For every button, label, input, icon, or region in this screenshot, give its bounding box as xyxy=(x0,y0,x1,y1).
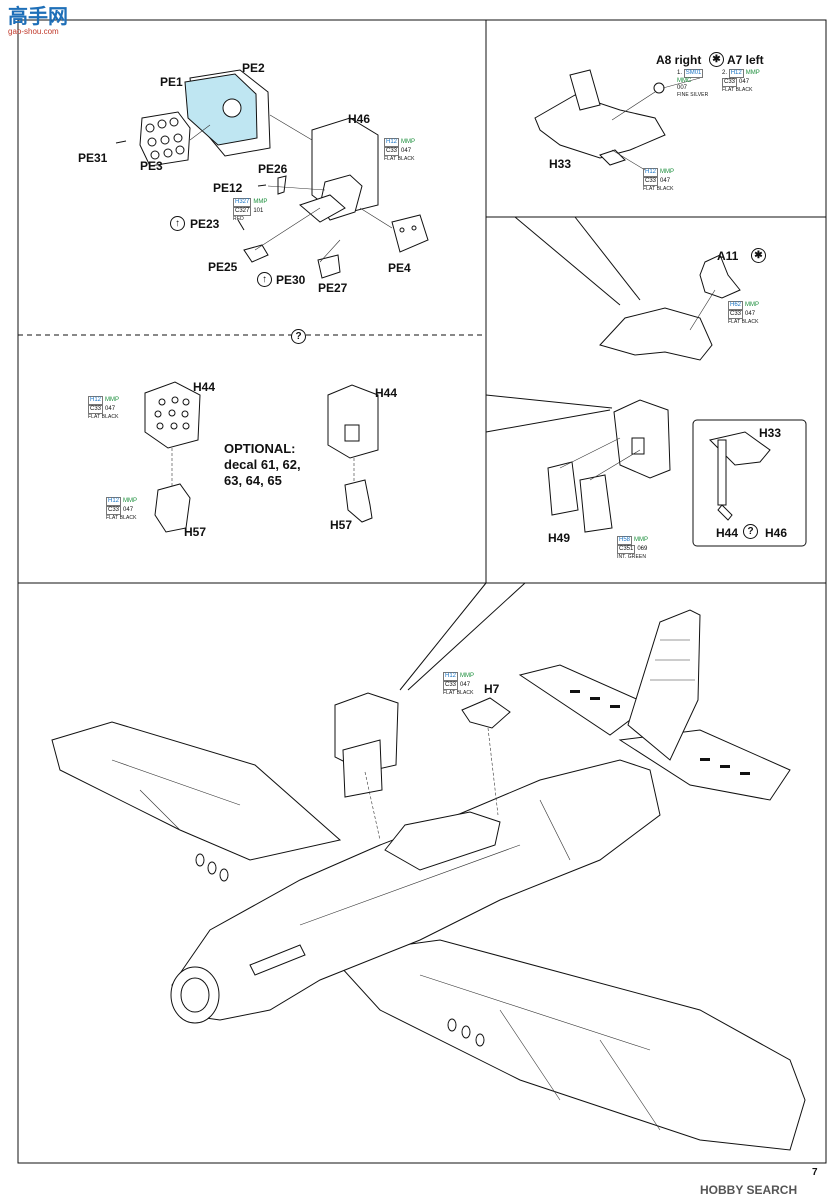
inset-box xyxy=(692,419,807,547)
right-wing xyxy=(328,939,806,1151)
inset-alternative-icon: ? xyxy=(743,524,758,539)
label-pe26: PE26 xyxy=(258,162,288,176)
a11-part xyxy=(699,254,741,299)
label-a7-left: A7 left xyxy=(727,53,764,67)
a11-symbol-icon: ✱ xyxy=(751,248,766,263)
headrest-part xyxy=(599,307,713,361)
vertical-tail xyxy=(627,609,701,761)
label-pe2: PE2 xyxy=(242,61,265,75)
site-logo: 高手网 xyxy=(8,4,68,28)
label-a8-right: A8 right xyxy=(656,53,702,67)
site-url: gao-shou.com xyxy=(8,27,59,36)
label-pe27: PE27 xyxy=(318,281,348,295)
label-h46: H46 xyxy=(348,112,371,126)
optional-line-2: decal 61, 62, xyxy=(224,457,301,472)
label-pe25: PE25 xyxy=(208,260,238,274)
label-pe4: PE4 xyxy=(388,261,411,275)
label-a11: A11 xyxy=(717,249,739,263)
page-number: 7 xyxy=(812,1167,818,1178)
label-h44-inset: H44 xyxy=(716,526,739,540)
alternative-choice-icon: ? xyxy=(291,329,306,344)
h49-left xyxy=(547,461,579,516)
left-wing xyxy=(51,721,342,861)
label-h57-a: H57 xyxy=(184,525,207,539)
pe1-part xyxy=(184,73,258,146)
label-h49: H49 xyxy=(548,531,571,545)
label-h33: H33 xyxy=(549,157,572,171)
pe25-part xyxy=(243,244,269,263)
main-frame xyxy=(17,582,827,1164)
optional-line-1: OPTIONAL: xyxy=(224,441,296,456)
label-h7: H7 xyxy=(484,682,500,696)
label-h33-inset: H33 xyxy=(759,426,782,440)
h57-part-b xyxy=(344,479,373,523)
optional-line-3: 63, 64, 65 xyxy=(224,473,282,488)
label-pe3: PE3 xyxy=(140,159,163,173)
assembly-symbol-icon: ✱ xyxy=(709,52,724,67)
label-h44-b: H44 xyxy=(375,386,398,400)
pe27-part xyxy=(317,254,341,279)
upper-frame xyxy=(17,19,827,584)
pe4-part xyxy=(391,214,429,253)
label-pe31: PE31 xyxy=(78,151,108,165)
h57-part-a xyxy=(154,483,191,533)
label-pe23: PE23 xyxy=(190,217,220,231)
pe26-part xyxy=(277,175,287,195)
bend-arrow-icon-pe23: ↑ xyxy=(170,216,185,231)
h7-part xyxy=(461,697,511,729)
aircraft-outline xyxy=(51,609,806,1151)
h49-right xyxy=(579,474,613,533)
label-pe12: PE12 xyxy=(213,181,243,195)
hobby-search-watermark: HOBBY SEARCH xyxy=(700,1183,798,1197)
canopy-opening xyxy=(384,811,501,871)
pe1-gauge-hole xyxy=(222,98,242,118)
bend-arrow-icon-pe30: ↑ xyxy=(257,272,272,287)
paint-callout-a8: 1. SM01 MMC 007 FINE SILVER xyxy=(677,69,709,98)
label-h44-a: H44 xyxy=(193,380,216,394)
h44-panel-b xyxy=(327,384,379,459)
label-pe1: PE1 xyxy=(160,75,183,89)
label-h46-inset: H46 xyxy=(765,526,788,540)
optional-decal-note: OPTIONAL: decal 61, 62, 63, 64, 65 xyxy=(224,441,301,489)
label-h57-b: H57 xyxy=(330,518,353,532)
label-pe30: PE30 xyxy=(276,273,306,287)
